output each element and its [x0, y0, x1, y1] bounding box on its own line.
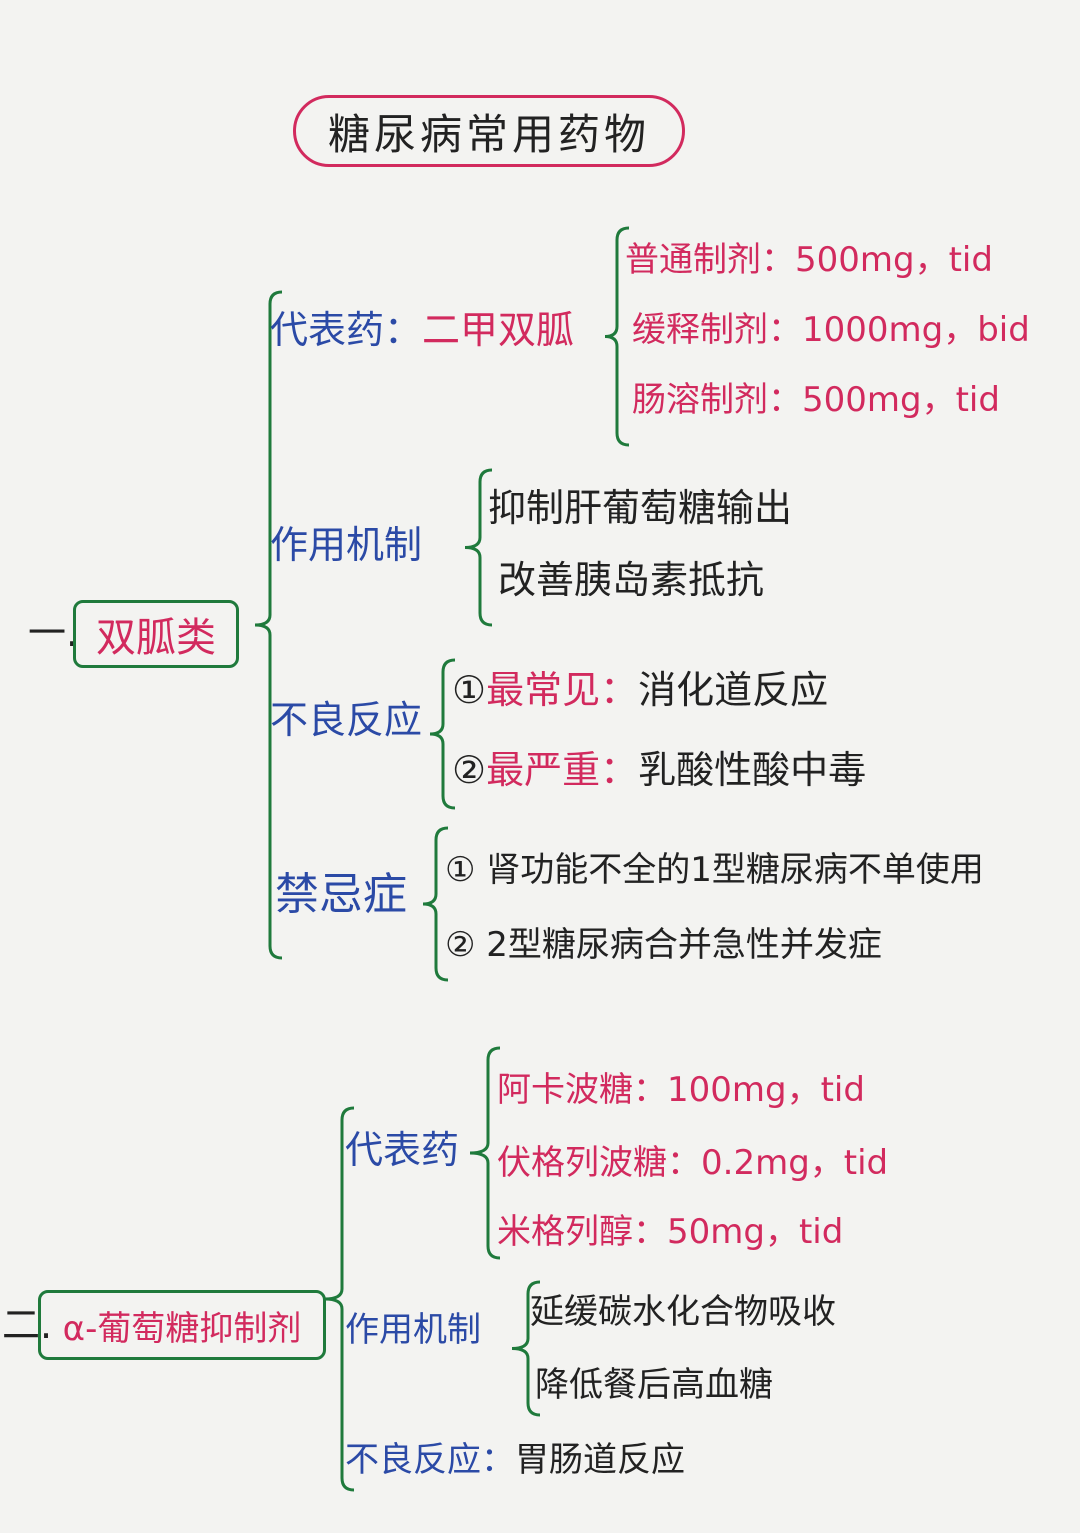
- mechanism-label: 作用机制: [345, 1310, 481, 1350]
- brace-2: [464, 468, 493, 627]
- adverse-value: 乳酸性酸中毒: [638, 748, 867, 792]
- section-1-number: 一.: [28, 611, 79, 655]
- drug-item: 伏格列波糖：0.2mg，tid: [497, 1143, 889, 1183]
- adverse-key: 最严重：: [486, 748, 639, 792]
- mechanism-label: 作用机制: [270, 523, 423, 567]
- formulation-item: 普通制剂：500mg，tid: [625, 240, 993, 280]
- drug-item: 阿卡波糖：100mg，tid: [497, 1070, 865, 1110]
- page-title: 糖尿病常用药物: [293, 95, 685, 167]
- adverse-row: 不良反应：胃肠道反应: [345, 1435, 685, 1485]
- item-number: ②: [452, 748, 487, 792]
- representative-label: 代表药: [345, 1128, 460, 1172]
- mechanism-item: 延缓碳水化合物吸收: [530, 1292, 836, 1332]
- contraindication-label: 禁忌症: [275, 869, 407, 920]
- section-2-title-text: α-葡萄糖抑制剂: [62, 1308, 302, 1349]
- brace-6: [469, 1046, 501, 1260]
- adverse-label: 不良反应: [270, 698, 423, 742]
- mechanism-item: 抑制肝葡萄糖输出: [488, 486, 793, 530]
- adverse-item: ②最严重：乳酸性酸中毒: [452, 745, 866, 795]
- formulation-item: 肠溶制剂：500mg，tid: [632, 380, 1000, 420]
- adverse-item: ①最常见：消化道反应: [452, 665, 828, 715]
- brace-1: [604, 226, 630, 447]
- section-1-title-text: 双胍类: [96, 615, 216, 661]
- representative-row-1: 代表药：二甲双胍: [270, 305, 574, 355]
- brace-0: [254, 290, 283, 960]
- representative-label: 代表药：: [270, 308, 423, 352]
- formulation-item: 缓释制剂：1000mg，bid: [632, 310, 1030, 350]
- contraindication-item: ① 肾功能不全的1型糖尿病不单使用: [445, 850, 984, 890]
- mechanism-item: 改善胰岛素抵抗: [498, 558, 765, 602]
- drug-item: 米格列醇：50mg，tid: [497, 1212, 844, 1252]
- brace-7: [511, 1280, 541, 1417]
- title-text: 糖尿病常用药物: [327, 109, 650, 159]
- adverse-label: 不良反应：: [345, 1440, 515, 1480]
- section-2-number: 二.: [2, 1303, 53, 1347]
- section-2-title: α-葡萄糖抑制剂: [38, 1290, 326, 1360]
- brace-3: [429, 658, 456, 810]
- item-number: ①: [452, 668, 487, 712]
- adverse-value: 消化道反应: [638, 668, 829, 712]
- representative-drug: 二甲双胍: [422, 308, 575, 352]
- contraindication-item: ② 2型糖尿病合并急性并发症: [445, 925, 882, 965]
- mechanism-item: 降低餐后高血糖: [535, 1365, 773, 1405]
- adverse-key: 最常见：: [486, 668, 639, 712]
- brace-4: [422, 826, 449, 982]
- section-1-title: 双胍类: [73, 600, 239, 668]
- adverse-value: 胃肠道反应: [515, 1440, 685, 1480]
